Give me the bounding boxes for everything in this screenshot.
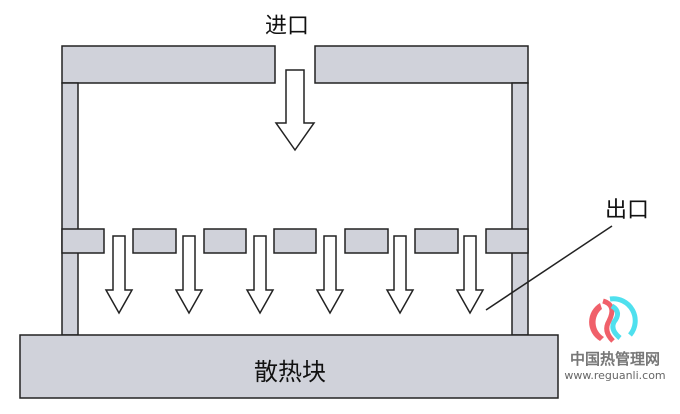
watermark-logo (589, 296, 638, 343)
nozzle-plate-slat (273, 228, 317, 254)
side-wall-right (511, 82, 529, 336)
nozzle-plate-slat (203, 228, 247, 254)
side-wall-left (61, 82, 79, 336)
outflow-arrow-icon (174, 235, 204, 315)
outflow-arrow-icon (315, 235, 345, 315)
outflow-arrow-icon (104, 235, 134, 315)
inlet-label: 进口 (265, 14, 310, 39)
nozzle-plate-slat (344, 228, 389, 254)
outflow-arrow-icon (455, 235, 485, 315)
nozzle-plate-slat (485, 228, 529, 254)
top-plate-right (314, 45, 529, 84)
outlet-label: 出口 (605, 198, 650, 223)
inlet-arrow-icon (274, 69, 316, 152)
outflow-arrow-icon (245, 235, 275, 315)
nozzle-plate-slat (414, 228, 459, 254)
heat-sink-block (19, 334, 559, 399)
outflow-arrow-icon (385, 235, 415, 315)
nozzle-plate-slat (61, 228, 105, 254)
heat-sink-label: 散热块 (254, 358, 326, 386)
outlet-pointer-line (485, 225, 613, 311)
watermark-name: 中国热管理网 (569, 350, 660, 368)
top-plate-left (61, 45, 276, 84)
nozzle-plate-slat (132, 228, 177, 254)
watermark-url: www.reguanli.com (564, 369, 666, 382)
